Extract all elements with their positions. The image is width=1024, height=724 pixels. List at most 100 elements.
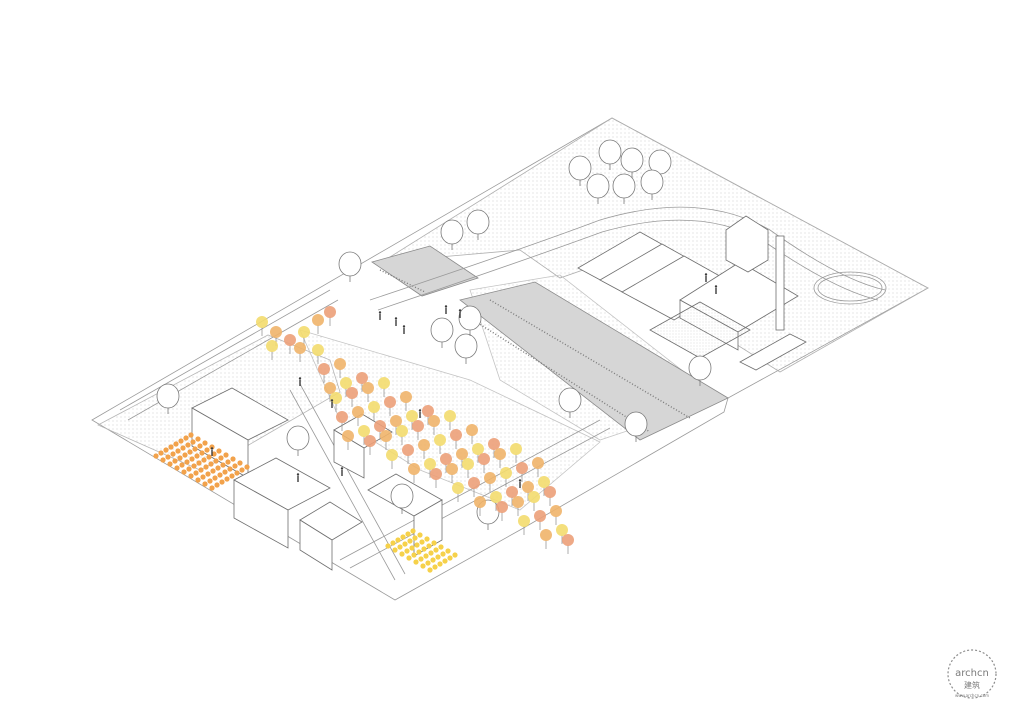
crop-plant-icon [425, 560, 431, 566]
crop-plant-icon [385, 543, 391, 549]
autumn-tree-icon [490, 491, 502, 511]
crop-plant-icon [209, 485, 215, 491]
autumn-tree-icon [478, 453, 490, 473]
autumn-tree-icon [500, 467, 512, 487]
watermark-url-text: www.archcn.com [955, 693, 989, 698]
autumn-tree-icon [484, 472, 496, 492]
crop-plant-icon [413, 559, 419, 565]
deciduous-tree-icon [286, 425, 310, 456]
crop-plant-icon [438, 544, 444, 550]
crop-plant-icon [193, 470, 199, 476]
crop-plant-icon [244, 464, 250, 470]
autumn-tree-icon [378, 377, 390, 397]
autumn-tree-icon [512, 496, 524, 516]
person-icon [518, 479, 522, 488]
crop-plant-icon [178, 438, 184, 444]
autumn-tree-icon [450, 429, 462, 449]
crop-plant-icon [418, 556, 424, 562]
crop-plant-icon [192, 446, 198, 452]
deciduous-tree-icon [156, 383, 180, 414]
crop-plant-icon [227, 466, 233, 472]
crop-plant-icon [168, 444, 174, 450]
factory-complex [577, 215, 807, 371]
autumn-tree-icon [430, 468, 442, 488]
crop-field-west [153, 432, 250, 491]
deciduous-tree-icon [620, 147, 644, 178]
crop-plant-icon [213, 458, 219, 464]
deciduous-tree-icon [338, 251, 362, 282]
autumn-tree-icon [522, 481, 534, 501]
crop-plant-icon [420, 563, 426, 569]
crop-plant-icon [206, 454, 212, 460]
crop-plant-icon [217, 472, 223, 478]
autumn-tree-icon [380, 430, 392, 450]
autumn-tree-icon [474, 496, 486, 516]
crop-plant-icon [191, 463, 197, 469]
crop-plant-icon [194, 453, 200, 459]
person-icon [458, 309, 462, 318]
deciduous-tree-icon [430, 317, 454, 348]
crop-plant-icon [187, 449, 193, 455]
crop-plant-icon [212, 475, 218, 481]
crop-plant-icon [399, 551, 405, 557]
deciduous-tree-icon [640, 169, 664, 200]
autumn-tree-icon [400, 391, 412, 411]
canal-bank-reeds [379, 269, 691, 433]
crop-plant-icon [215, 465, 221, 471]
crop-plant-icon [172, 458, 178, 464]
building-b-side [333, 429, 365, 479]
crop-plant-icon [412, 535, 418, 541]
crop-plant-icon [402, 541, 408, 547]
deciduous-tree-icon [598, 139, 622, 170]
autumn-tree-icon [340, 377, 352, 397]
crop-plant-icon [435, 554, 441, 560]
autumn-tree-icon [518, 515, 530, 535]
crop-plant-icon [395, 537, 401, 543]
autumn-tree-icon [402, 444, 414, 464]
person-icon [210, 447, 214, 456]
crop-plant-icon [430, 557, 436, 563]
deciduous-tree-icon [568, 155, 592, 186]
autumn-tree-icon [312, 344, 324, 364]
crop-plant-icon [424, 536, 430, 542]
autumn-tree-icon [318, 363, 330, 383]
crop-plant-icon [431, 540, 437, 546]
crop-plant-icon [186, 466, 192, 472]
autumn-tree-icon [346, 387, 358, 407]
autumn-tree-icon [362, 382, 374, 402]
crop-plant-icon [190, 439, 196, 445]
crop-plant-icon [404, 548, 410, 554]
autumn-tree-icon [466, 424, 478, 444]
watermark-chinese-text: 建筑 [964, 680, 980, 690]
crop-plant-icon [170, 451, 176, 457]
deciduous-tree-icon [612, 173, 636, 204]
deciduous-tree-icon [558, 387, 582, 418]
autumn-tree-icon [364, 435, 376, 455]
crop-plant-icon [188, 432, 194, 438]
crop-plant-icon [205, 471, 211, 477]
water-channel [371, 245, 729, 441]
crop-plant-icon [437, 561, 443, 567]
person-icon [394, 317, 398, 326]
autumn-tree-icon [444, 410, 456, 430]
crop-plant-icon [189, 456, 195, 462]
autumn-tree-icon [496, 501, 508, 521]
autumn-tree-icon [408, 463, 420, 483]
autumn-tree-icon [396, 425, 408, 445]
crop-plant-icon [447, 555, 453, 561]
deciduous-tree-icon [624, 411, 648, 442]
crop-plant-icon [442, 558, 448, 564]
person-icon [418, 409, 422, 418]
autumn-tree-icon [538, 476, 550, 496]
person-icon [402, 325, 406, 334]
person-icon [296, 473, 300, 482]
deciduous-tree-icon [440, 219, 464, 250]
autumn-tree-icon [334, 358, 346, 378]
crop-plant-icon [229, 473, 235, 479]
crop-plant-icon [196, 460, 202, 466]
crop-plant-icon [411, 552, 417, 558]
crop-plant-icon [400, 534, 406, 540]
crop-plant-icon [445, 548, 451, 554]
archcn-watermark-logo: archcn 建筑 www.archcn.com [947, 649, 997, 699]
autumn-tree-icon [428, 415, 440, 435]
